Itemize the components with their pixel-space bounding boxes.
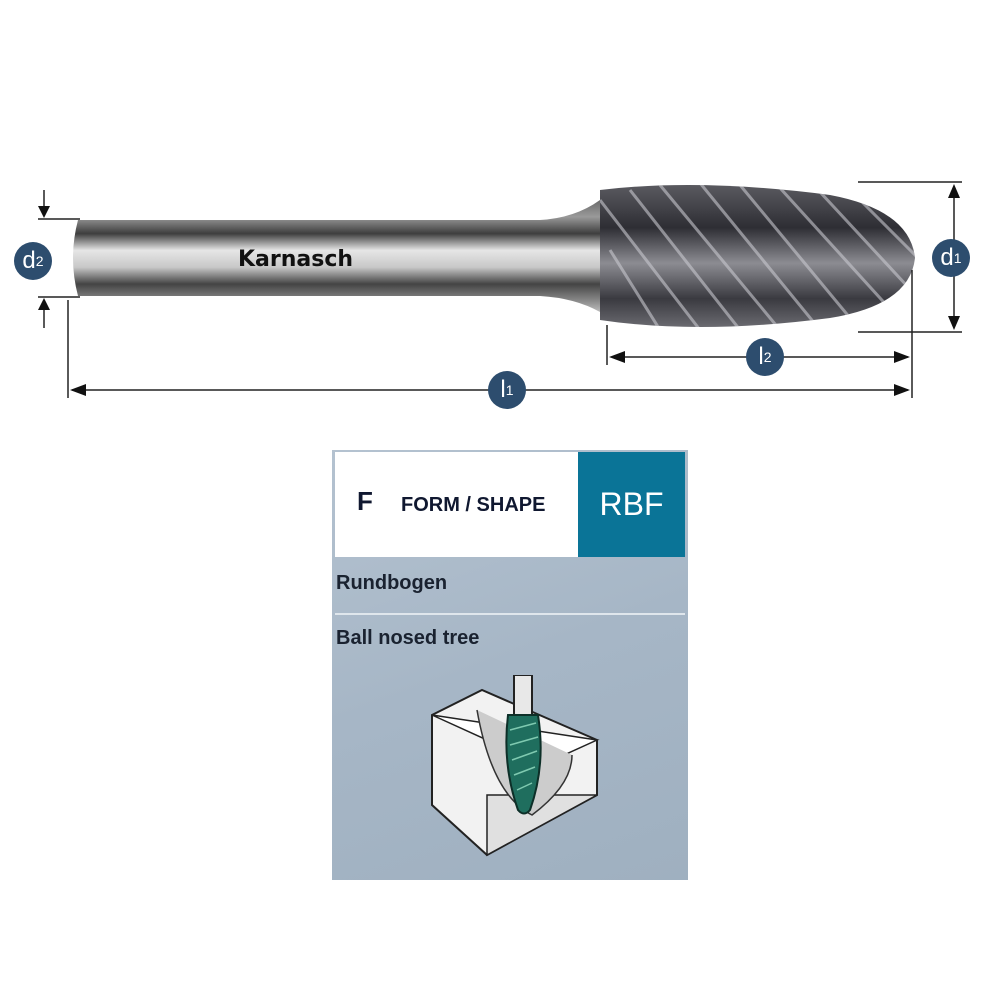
shape-name-de: Rundbogen	[336, 572, 448, 594]
shape-letter: F	[357, 486, 373, 516]
workpiece-illustration	[431, 675, 600, 857]
shape-header: F FORM / SHAPE	[335, 452, 578, 557]
brand-logo: Karnasch	[238, 247, 353, 272]
shape-card: F FORM / SHAPE RBF Rundbogen Ball nosed …	[332, 450, 688, 880]
burr-shank: Karnasch	[73, 200, 600, 312]
shape-name-en: Ball nosed tree	[336, 627, 480, 649]
divider	[335, 613, 685, 615]
burr-cutting-head	[600, 185, 915, 328]
shape-code: RBF	[578, 452, 685, 557]
burr-dimension-drawing: Karnasch	[38, 181, 962, 398]
form-shape-label: FORM / SHAPE	[401, 494, 546, 516]
